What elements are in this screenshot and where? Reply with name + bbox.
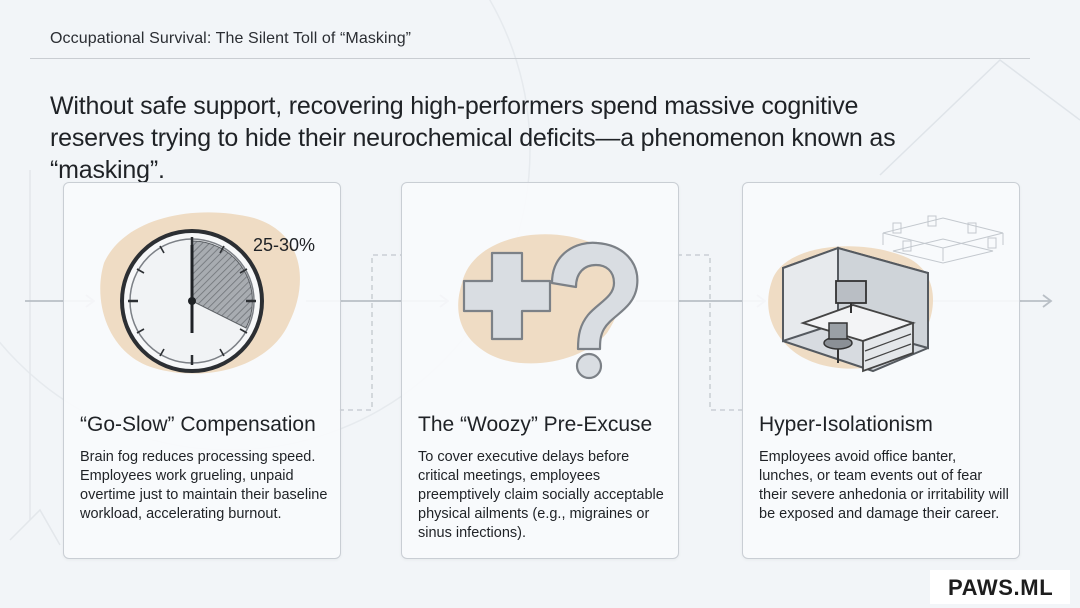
plus-icon [462,251,552,341]
clock-shaded-wedge [191,240,253,329]
card-body: Brain fog reduces processing speed. Empl… [80,449,328,522]
clock-percentage-label: 25-30% [253,235,316,255]
card-title: “Go-Slow” Compensation [80,413,316,436]
background-roof-line [879,59,1080,176]
logo-text: PAWS.ML [948,575,1054,600]
page-header: Occupational Survival: The Silent Toll o… [50,30,412,47]
dashed-connector-1 [339,254,401,411]
header-divider [30,58,1030,59]
cubicle-desk-icon [768,215,1004,373]
dashed-connector-2 [677,254,742,411]
card-title: The “Woozy” Pre-Excuse [418,413,653,436]
question-mark-icon [550,241,639,351]
card-go-slow-compensation: 25-30% “Go-Slow” Compensation Brain fog … [63,182,341,559]
logo-badge: PAWS.ML [930,570,1070,604]
headline: Without safe support, recovering high-pe… [50,92,896,184]
medical-cross-question-icon [458,234,639,380]
clock-icon [100,212,300,374]
card-body: Employees avoid office banter, lunches, … [759,449,1009,522]
card-title: Hyper-Isolationism [759,413,933,436]
card-woozy-pre-excuse: The “Woozy” Pre-Excuse To cover executiv… [401,182,679,559]
card-hyper-isolationism: Hyper-Isolationism Employees avoid offic… [742,182,1020,559]
card-body: To cover executive delays before critica… [418,449,664,541]
